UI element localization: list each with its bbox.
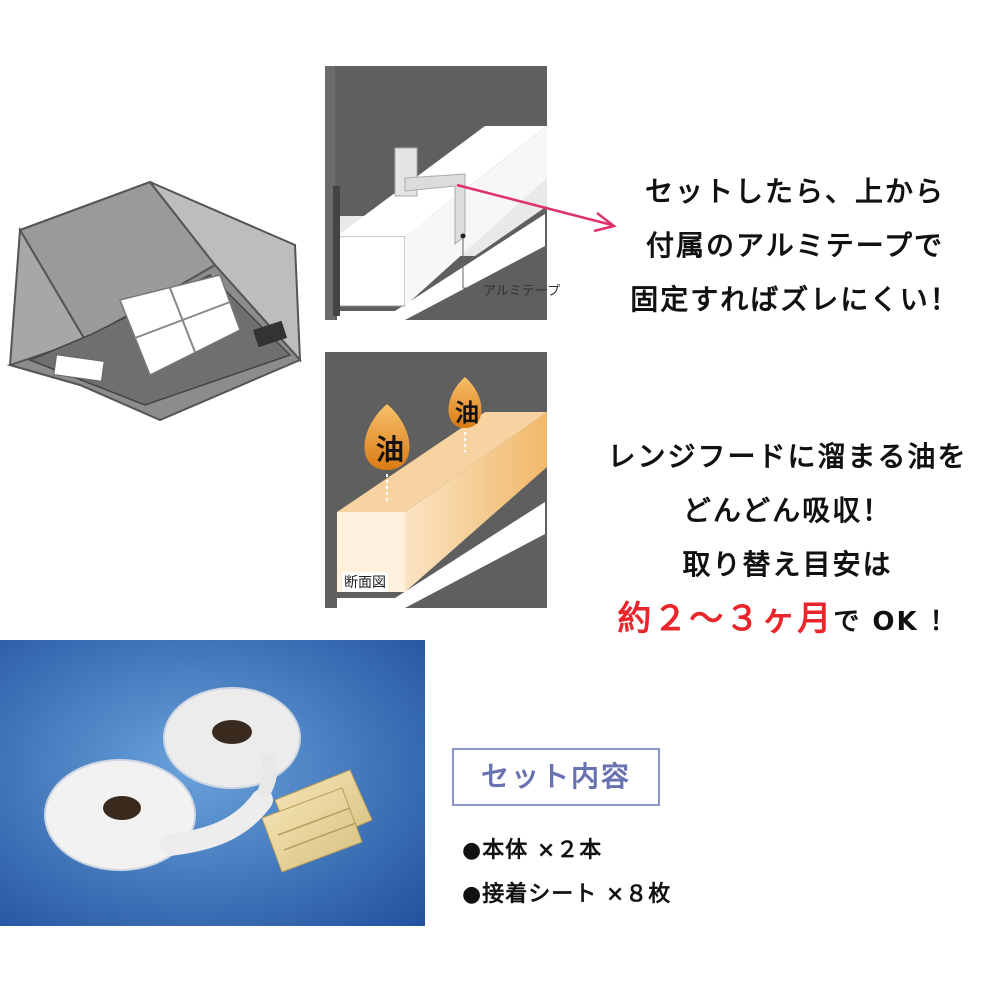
oil-drop-label-1: 油 <box>375 433 404 466</box>
replacement-ok: で OK ！ <box>833 607 958 637</box>
oil-caption-line-4: 約２〜３ヶ月で OK ！ <box>575 592 1000 649</box>
range-hood-illustration <box>6 180 302 422</box>
oil-absorb-diagram <box>325 352 547 608</box>
pointer-arrow <box>456 183 617 233</box>
set-contents-frame <box>452 748 660 806</box>
set-contents-item-1: ●本体 ×２本 <box>462 838 603 863</box>
oil-caption-line-2: どんどん吸収！ <box>682 494 893 527</box>
oil-caption-line-3: 取り替え目安は <box>682 548 893 581</box>
tape-caption-line-2: 付属のアルミテープで <box>645 229 945 262</box>
oil-caption: レンジフードに溜まる油を どんどん吸収！ 取り替え目安は 約２〜３ヶ月で OK … <box>575 430 1000 649</box>
tape-fixing-diagram <box>325 66 547 320</box>
oil-drop-label-2: 油 <box>455 399 479 427</box>
tape-caption-line-3: 固定すればズレにくい！ <box>630 283 960 316</box>
set-contents-title: セット内容 <box>480 760 631 793</box>
oil-caption-line-1: レンジフードに溜まる油を <box>607 440 968 473</box>
tape-caption-line-1: セットしたら、上から <box>644 175 945 208</box>
replacement-period: 約２〜３ヶ月 <box>617 599 834 639</box>
aluminum-tape-label: アルミテープ <box>483 284 561 299</box>
set-contents-item-2: ●接着シート ×８枚 <box>462 882 672 907</box>
cross-section-label: 断面図 <box>342 572 388 592</box>
product-photo <box>0 640 425 926</box>
tape-caption: セットしたら、上から 付属のアルミテープで 固定すればズレにくい！ <box>600 165 990 327</box>
